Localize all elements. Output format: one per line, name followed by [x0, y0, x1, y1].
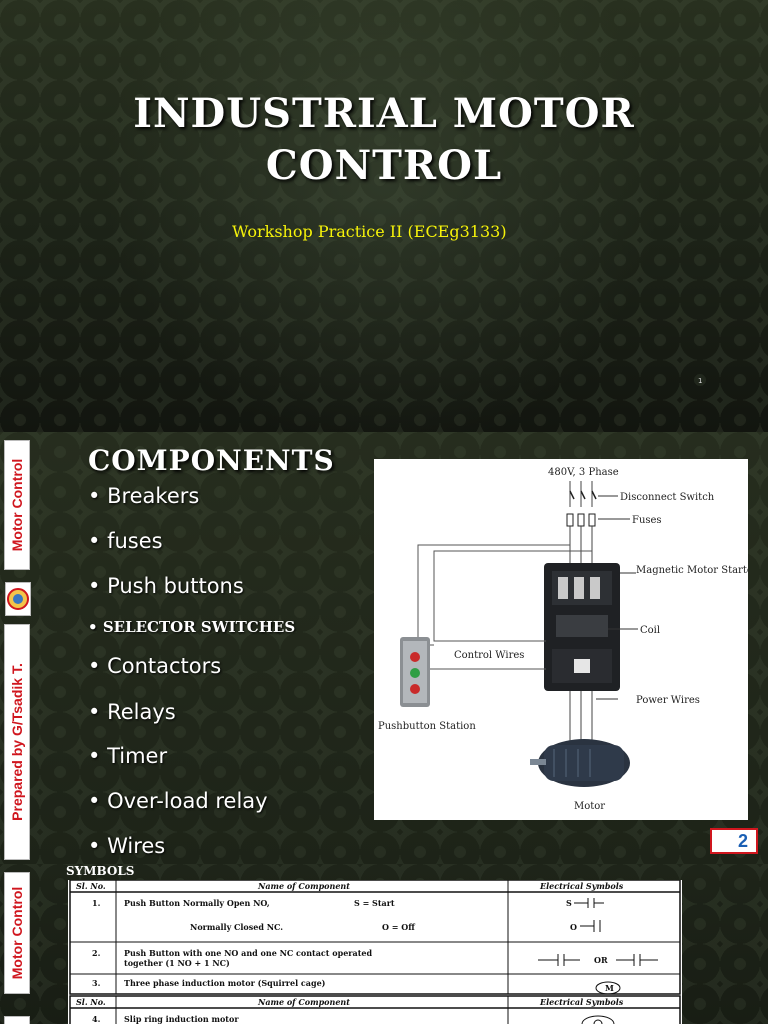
slide-title: INDUSTRIAL MOTOR CONTROL	[0, 88, 768, 192]
row-number: 3.	[92, 978, 101, 988]
header-symbols: Electrical Symbols	[539, 997, 624, 1007]
svg-text:S: S	[566, 898, 572, 908]
sidebar-tab-top: Motor Control	[4, 872, 30, 994]
title-line-2: CONTROL	[265, 142, 503, 189]
sidebar-tab-top: Motor Control	[4, 440, 30, 570]
row-name: Slip ring induction motor	[124, 1014, 239, 1024]
fuses-label: Fuses	[632, 515, 662, 526]
bullet-item: • Breakers	[88, 484, 200, 508]
row-number: 1.	[92, 898, 101, 908]
symbols-slide: Motor Control SYMBOLS Sl. No. Name of Co…	[0, 864, 768, 1024]
disconnect-label: Disconnect Switch	[620, 492, 715, 503]
supply-label: 480V, 3 Phase	[548, 467, 619, 478]
slide-subtitle: Workshop Practice II (ECEg3133)	[232, 222, 507, 241]
bullet-item: • Over-load relay	[88, 789, 268, 813]
motor-label: Motor	[574, 801, 605, 812]
row-name: Push Button with one NO and one NC conta…	[124, 948, 372, 958]
bullet-item: • SELECTOR SWITCHES	[88, 618, 296, 636]
page-number: 1	[698, 377, 703, 385]
symbols-table-graphic: Sl. No. Name of Component Electrical Sym…	[69, 879, 681, 1024]
author-credit: Prepared by G/Tsadik T.	[9, 663, 25, 821]
bullet-item: • Push buttons	[88, 574, 244, 598]
coil-label: Coil	[640, 625, 660, 636]
sidebar-logo-partial	[4, 1016, 30, 1024]
pushbutton-label: Pushbutton Station	[378, 721, 476, 732]
section-label: SYMBOLS	[66, 864, 135, 878]
title-slide: INDUSTRIAL MOTOR CONTROL Workshop Practi…	[0, 0, 768, 432]
bullet-item: • fuses	[88, 529, 163, 553]
title-line-1: INDUSTRIAL MOTOR	[133, 90, 635, 137]
wiring-diagram: 480V, 3 Phase Disconnect Switch Fuses	[378, 467, 758, 812]
control-wires-label: Control Wires	[454, 650, 524, 661]
header-symbols: Electrical Symbols	[539, 881, 624, 891]
row-name: Three phase induction motor (Squirrel ca…	[124, 978, 326, 988]
header-name: Name of Component	[257, 997, 350, 1007]
header-sl-no: Sl. No.	[76, 881, 106, 891]
row-name: Normally Closed NC.	[190, 922, 283, 932]
header-name: Name of Component	[257, 881, 350, 891]
header-sl-no: Sl. No.	[76, 997, 106, 1007]
row-name: Push Button Normally Open NO,	[124, 898, 270, 908]
bullet-item: • Wires	[88, 834, 166, 858]
symbols-table: Sl. No. Name of Component Electrical Sym…	[68, 879, 682, 1024]
bullet-item: • Relays	[88, 700, 176, 724]
university-logo	[5, 582, 31, 616]
power-wires-label: Power Wires	[636, 695, 700, 706]
row-or: OR	[594, 955, 608, 965]
svg-text:O: O	[570, 922, 577, 932]
sidebar-title: Motor Control	[9, 458, 25, 552]
section-heading: COMPONENTS	[88, 444, 335, 477]
row-number: 4.	[92, 1014, 101, 1024]
row-number: 2.	[92, 948, 101, 958]
sidebar-tab-bottom: Prepared by G/Tsadik T.	[4, 624, 30, 860]
bullet-item: • Contactors	[88, 654, 222, 678]
motor-control-diagram: 480V, 3 Phase Disconnect Switch Fuses	[374, 459, 758, 820]
bullet-item: • Timer	[88, 744, 168, 768]
row-extra: O = Off	[382, 922, 415, 932]
sidebar-title: Motor Control	[9, 886, 25, 980]
row-name-continued: together (1 NO + 1 NC)	[124, 958, 230, 968]
components-slide: Motor Control Prepared by G/Tsadik T. CO…	[0, 432, 768, 864]
motor-symbol: M	[605, 983, 614, 993]
starter-label: Magnetic Motor Starter	[636, 565, 748, 576]
page-number: 2	[710, 828, 758, 854]
row-extra: S = Start	[354, 898, 395, 908]
logo-emblem-icon	[7, 588, 29, 610]
